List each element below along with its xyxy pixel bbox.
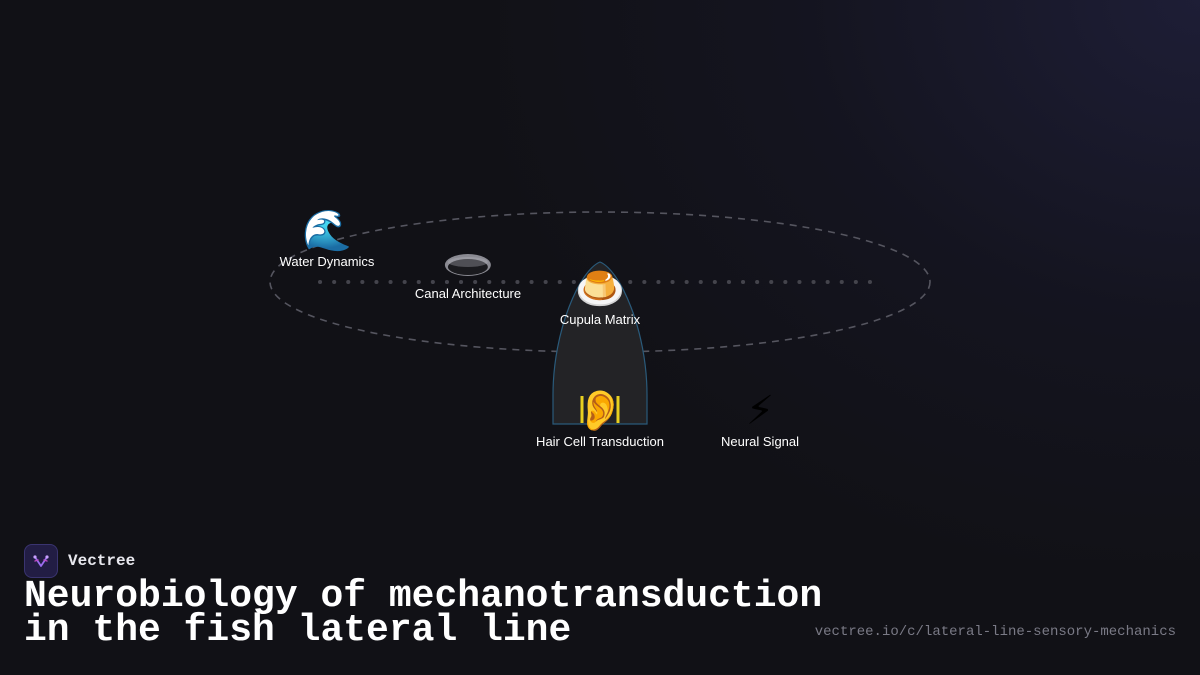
orbit-ellipse xyxy=(269,211,931,353)
hair-bundle-bars xyxy=(580,392,620,423)
source-url: vectree.io/c/lateral-line-sensory-mechan… xyxy=(814,624,1176,640)
node-canal-architecture: Canal Architecture xyxy=(415,250,521,301)
title-line-1: Neurobiology of mechanotransduction xyxy=(24,575,823,618)
node-label: Cupula Matrix xyxy=(559,312,641,327)
node-neural-signal: ⚡ Neural Signal xyxy=(721,388,799,449)
vectree-logo-icon xyxy=(24,544,58,578)
node-hair-cell-transduction: 👂 Hair Cell Transduction xyxy=(536,388,664,449)
node-water-dynamics: 🌊 Water Dynamics xyxy=(280,208,375,269)
wave-icon: 🌊 xyxy=(302,209,352,253)
ear-icon: 👂 xyxy=(575,389,625,433)
title-line-2: in the fish lateral line xyxy=(24,609,572,652)
cupula-cone xyxy=(552,261,648,425)
node-cupula-matrix: 🍮 Cupula Matrix xyxy=(560,266,640,327)
canal-icon xyxy=(444,254,491,276)
node-label: Canal Architecture xyxy=(414,286,522,301)
node-label: Neural Signal xyxy=(720,434,800,449)
node-label: Water Dynamics xyxy=(279,254,375,269)
brand: Vectree xyxy=(24,544,135,578)
lightning-icon: ⚡ xyxy=(745,389,775,433)
pudding-icon: 🍮 xyxy=(575,267,625,311)
brand-name: Vectree xyxy=(68,552,136,570)
node-label: Hair Cell Transduction xyxy=(536,434,664,449)
page-title: Neurobiology of mechanotransduction in t… xyxy=(24,575,824,652)
